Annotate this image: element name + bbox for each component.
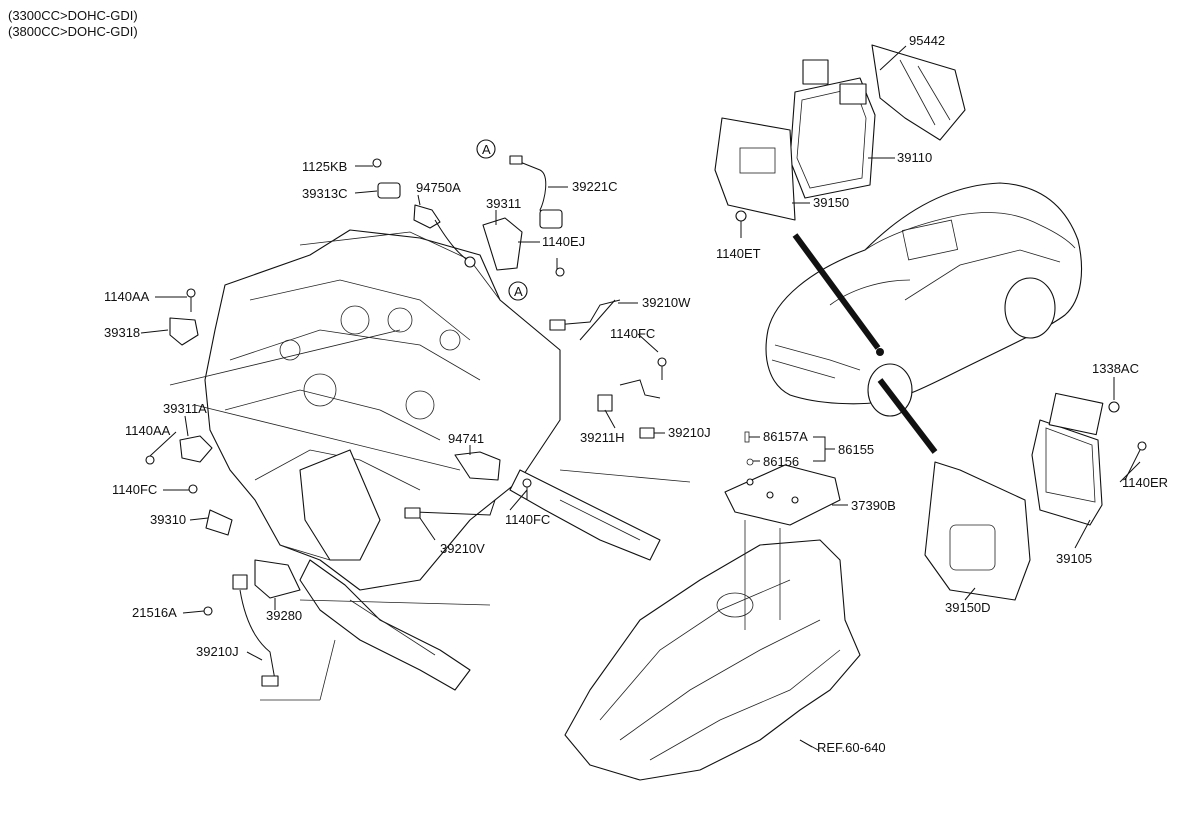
label-39210V: 39210V [440, 541, 485, 556]
label-39313C: 39313C [302, 186, 348, 201]
label-39150D: 39150D [945, 600, 991, 615]
label-1140FC-mid: 1140FC [505, 512, 550, 527]
car-body [765, 182, 1083, 405]
label-39110: 39110 [897, 150, 932, 165]
label-39150: 39150 [813, 195, 849, 210]
label-39311A: 39311A [163, 401, 207, 416]
ecu-39105 [1031, 419, 1103, 526]
sensor-39311A [179, 435, 213, 463]
sensor-39211H [597, 394, 613, 412]
sensor-39210W [549, 319, 566, 331]
sensor-39210V [404, 507, 421, 519]
label-1140FC-right: 1140FC [610, 326, 655, 341]
rear-wheel [1004, 277, 1056, 339]
label-1140ER: 1140ER [1122, 475, 1168, 490]
label-39211H: 39211H [580, 430, 625, 445]
sensor-39210J-left [261, 675, 279, 687]
label-39280: 39280 [266, 608, 302, 623]
clip-86156 [746, 478, 754, 486]
bracket-95442 [871, 44, 966, 141]
marker-a-top [476, 139, 496, 159]
label-39310: 39310 [150, 512, 186, 527]
vehicle-silhouette [765, 182, 1083, 417]
label-86155: 86155 [838, 442, 874, 457]
inner-fender-panel [564, 431, 861, 781]
callout-labels: 95442 39110 39150 1140ET 1125KB 39313C 9… [104, 33, 1168, 755]
pointer-lower [877, 378, 938, 454]
sensor-39210J-right [639, 427, 655, 439]
bracket-39150 [714, 117, 796, 221]
engine-variant-3300: (3300CC>DOHC-GDI) [8, 8, 138, 23]
label-95442: 95442 [909, 33, 945, 48]
ecu-lower-group [924, 392, 1147, 601]
engine-variant-3800: (3800CC>DOHC-GDI) [8, 24, 138, 39]
ecu-connector-lower [1048, 392, 1104, 436]
ecu-connector-2 [839, 83, 867, 105]
label-ref-60-640: REF.60-640 [817, 740, 886, 755]
label-1140FC-left: 1140FC [112, 482, 157, 497]
sensor-39310 [205, 509, 233, 536]
label-39318: 39318 [104, 325, 140, 340]
sensor-base-39210J [232, 574, 248, 590]
bracket-39311 [482, 217, 523, 271]
bolt-1140AA-top [186, 288, 196, 298]
pointer-upper [792, 233, 881, 350]
bolt-1125KB [372, 158, 382, 168]
exhaust-manifold [299, 449, 381, 561]
engine-assembly [204, 229, 661, 691]
label-marker-a-bottom: A [514, 284, 523, 299]
label-94750A: 94750A [416, 180, 461, 195]
label-1140AA-left: 1140AA [125, 423, 171, 438]
bolt-1140AA-left [145, 455, 155, 465]
sensor-39221C [509, 155, 523, 165]
bolt-1140FC-right [657, 357, 667, 367]
label-1125KB: 1125KB [302, 159, 347, 174]
bracket-39280 [254, 559, 301, 599]
nut-1338AC [1108, 401, 1120, 413]
bolt-1140FC-mid [522, 478, 532, 488]
ecu-bracket-group [714, 44, 966, 238]
cover-37390B [724, 464, 841, 526]
sensor-39318 [169, 317, 199, 346]
ecu-location-marker [876, 348, 884, 356]
bolt-1140EJ [555, 267, 565, 277]
bracket-39150D [924, 461, 1031, 601]
label-39221C: 39221C [572, 179, 618, 194]
label-1140AA-top: 1140AA [104, 289, 150, 304]
label-marker-a-top: A [482, 142, 491, 157]
fender-panel [564, 539, 861, 781]
sensor-39313C [377, 182, 401, 199]
leader-lines [140, 45, 1141, 751]
marker-a-bottom [508, 281, 528, 301]
label-21516A: 21516A [132, 605, 177, 620]
label-86157A: 86157A [763, 429, 808, 444]
sensors-group [145, 139, 667, 687]
label-1338AC: 1338AC [1092, 361, 1139, 376]
label-39210W: 39210W [642, 295, 691, 310]
label-39105: 39105 [1056, 551, 1092, 566]
label-39210J-left: 39210J [196, 644, 239, 659]
connector-94750A [413, 204, 441, 229]
bracket-94741 [454, 451, 501, 481]
label-39311: 39311 [486, 196, 521, 211]
bolt-21516A [203, 606, 213, 616]
label-1140EJ: 1140EJ [542, 234, 585, 249]
label-94741: 94741 [448, 431, 484, 446]
bolt-1140FC-left [188, 484, 198, 494]
label-86156: 86156 [763, 454, 799, 469]
ecu-connector-1 [802, 59, 829, 85]
label-39210J-right: 39210J [668, 425, 711, 440]
clip-86157A [744, 431, 750, 443]
engine-block [204, 229, 561, 591]
bolt-1140ET [735, 210, 747, 222]
label-37390B: 37390B [851, 498, 896, 513]
label-1140ET: 1140ET [716, 246, 761, 261]
